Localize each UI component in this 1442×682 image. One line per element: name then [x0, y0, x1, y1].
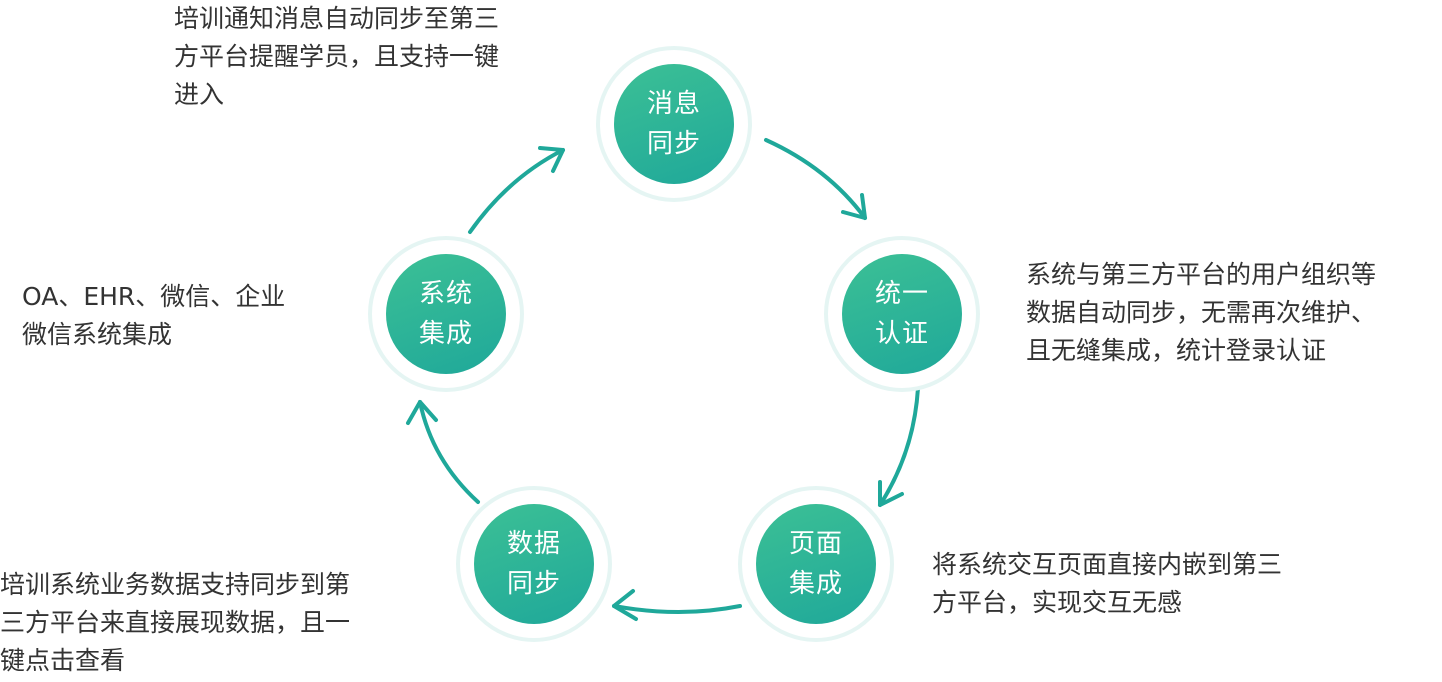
node-message-sync-core: 消息 同步: [614, 64, 734, 184]
arrowhead-page-to-data: [612, 589, 638, 621]
desc-line: OA、EHR、微信、企业: [22, 282, 286, 311]
arrow-system-to-message: [468, 148, 565, 234]
desc-line: 三方平台来直接展现数据，且一: [0, 608, 351, 637]
arrowhead-message-to-auth: [841, 193, 867, 220]
desc-page-integration: 将系统交互页面直接内嵌到第三 方平台，实现交互无感: [932, 546, 1282, 622]
desc-line: 键点击查看: [0, 646, 126, 675]
desc-line: 培训系统业务数据支持同步到第: [0, 570, 351, 599]
desc-data-sync: 培训系统业务数据支持同步到第 三方平台来直接展现数据，且一 键点击查看: [0, 566, 350, 680]
desc-line: 方平台，实现交互无感: [932, 588, 1183, 617]
node-label-line: 集成: [788, 569, 843, 599]
arrow-page-to-data: [612, 604, 742, 614]
desc-line: 培训通知消息自动同步至第三: [174, 4, 500, 33]
desc-line: 方平台提醒学员，且支持一键: [174, 42, 500, 71]
desc-system-integration: OA、EHR、微信、企业 微信系统集成: [22, 278, 285, 354]
node-label-line: 统一: [874, 279, 929, 309]
node-label-line: 集成: [418, 319, 473, 349]
arrowhead-data-to-system: [406, 400, 438, 425]
node-system-integration: 系统 集成: [368, 236, 524, 392]
node-page-integration: 页面 集成: [738, 486, 894, 642]
desc-line: 且无缝集成，统计登录认证: [1026, 336, 1327, 365]
node-data-sync-core: 数据 同步: [474, 504, 594, 624]
node-page-integration-core: 页面 集成: [756, 504, 876, 624]
desc-line: 进入: [174, 80, 225, 109]
desc-line: 将系统交互页面直接内嵌到第三: [932, 550, 1283, 579]
node-data-sync: 数据 同步: [456, 486, 612, 642]
arrowhead-auth-to-page: [878, 480, 904, 507]
desc-line: 数据自动同步，无需再次维护、: [1026, 298, 1377, 327]
arrow-auth-to-page: [878, 386, 920, 507]
node-label-line: 数据: [506, 529, 561, 559]
node-label-line: 系统: [418, 279, 473, 309]
node-unified-auth: 统一 认证: [824, 236, 980, 392]
desc-message-sync: 培训通知消息自动同步至第三 方平台提醒学员，且支持一键 进入: [174, 0, 499, 114]
node-message-sync: 消息 同步: [596, 46, 752, 202]
desc-line: 微信系统集成: [22, 320, 173, 349]
node-system-integration-core: 系统 集成: [386, 254, 506, 374]
arrow-data-to-system: [418, 400, 480, 504]
node-label-line: 同步: [506, 569, 561, 599]
desc-line: 系统与第三方平台的用户组织等: [1026, 260, 1377, 289]
node-label-line: 认证: [874, 319, 929, 349]
node-label-line: 页面: [788, 529, 843, 559]
node-label-line: 同步: [646, 129, 701, 159]
arrowhead-system-to-message: [538, 146, 565, 173]
desc-unified-auth: 系统与第三方平台的用户组织等 数据自动同步，无需再次维护、 且无缝集成，统计登录…: [1026, 256, 1376, 370]
arrow-message-to-auth: [764, 138, 867, 220]
node-unified-auth-core: 统一 认证: [842, 254, 962, 374]
node-label-line: 消息: [646, 89, 701, 119]
